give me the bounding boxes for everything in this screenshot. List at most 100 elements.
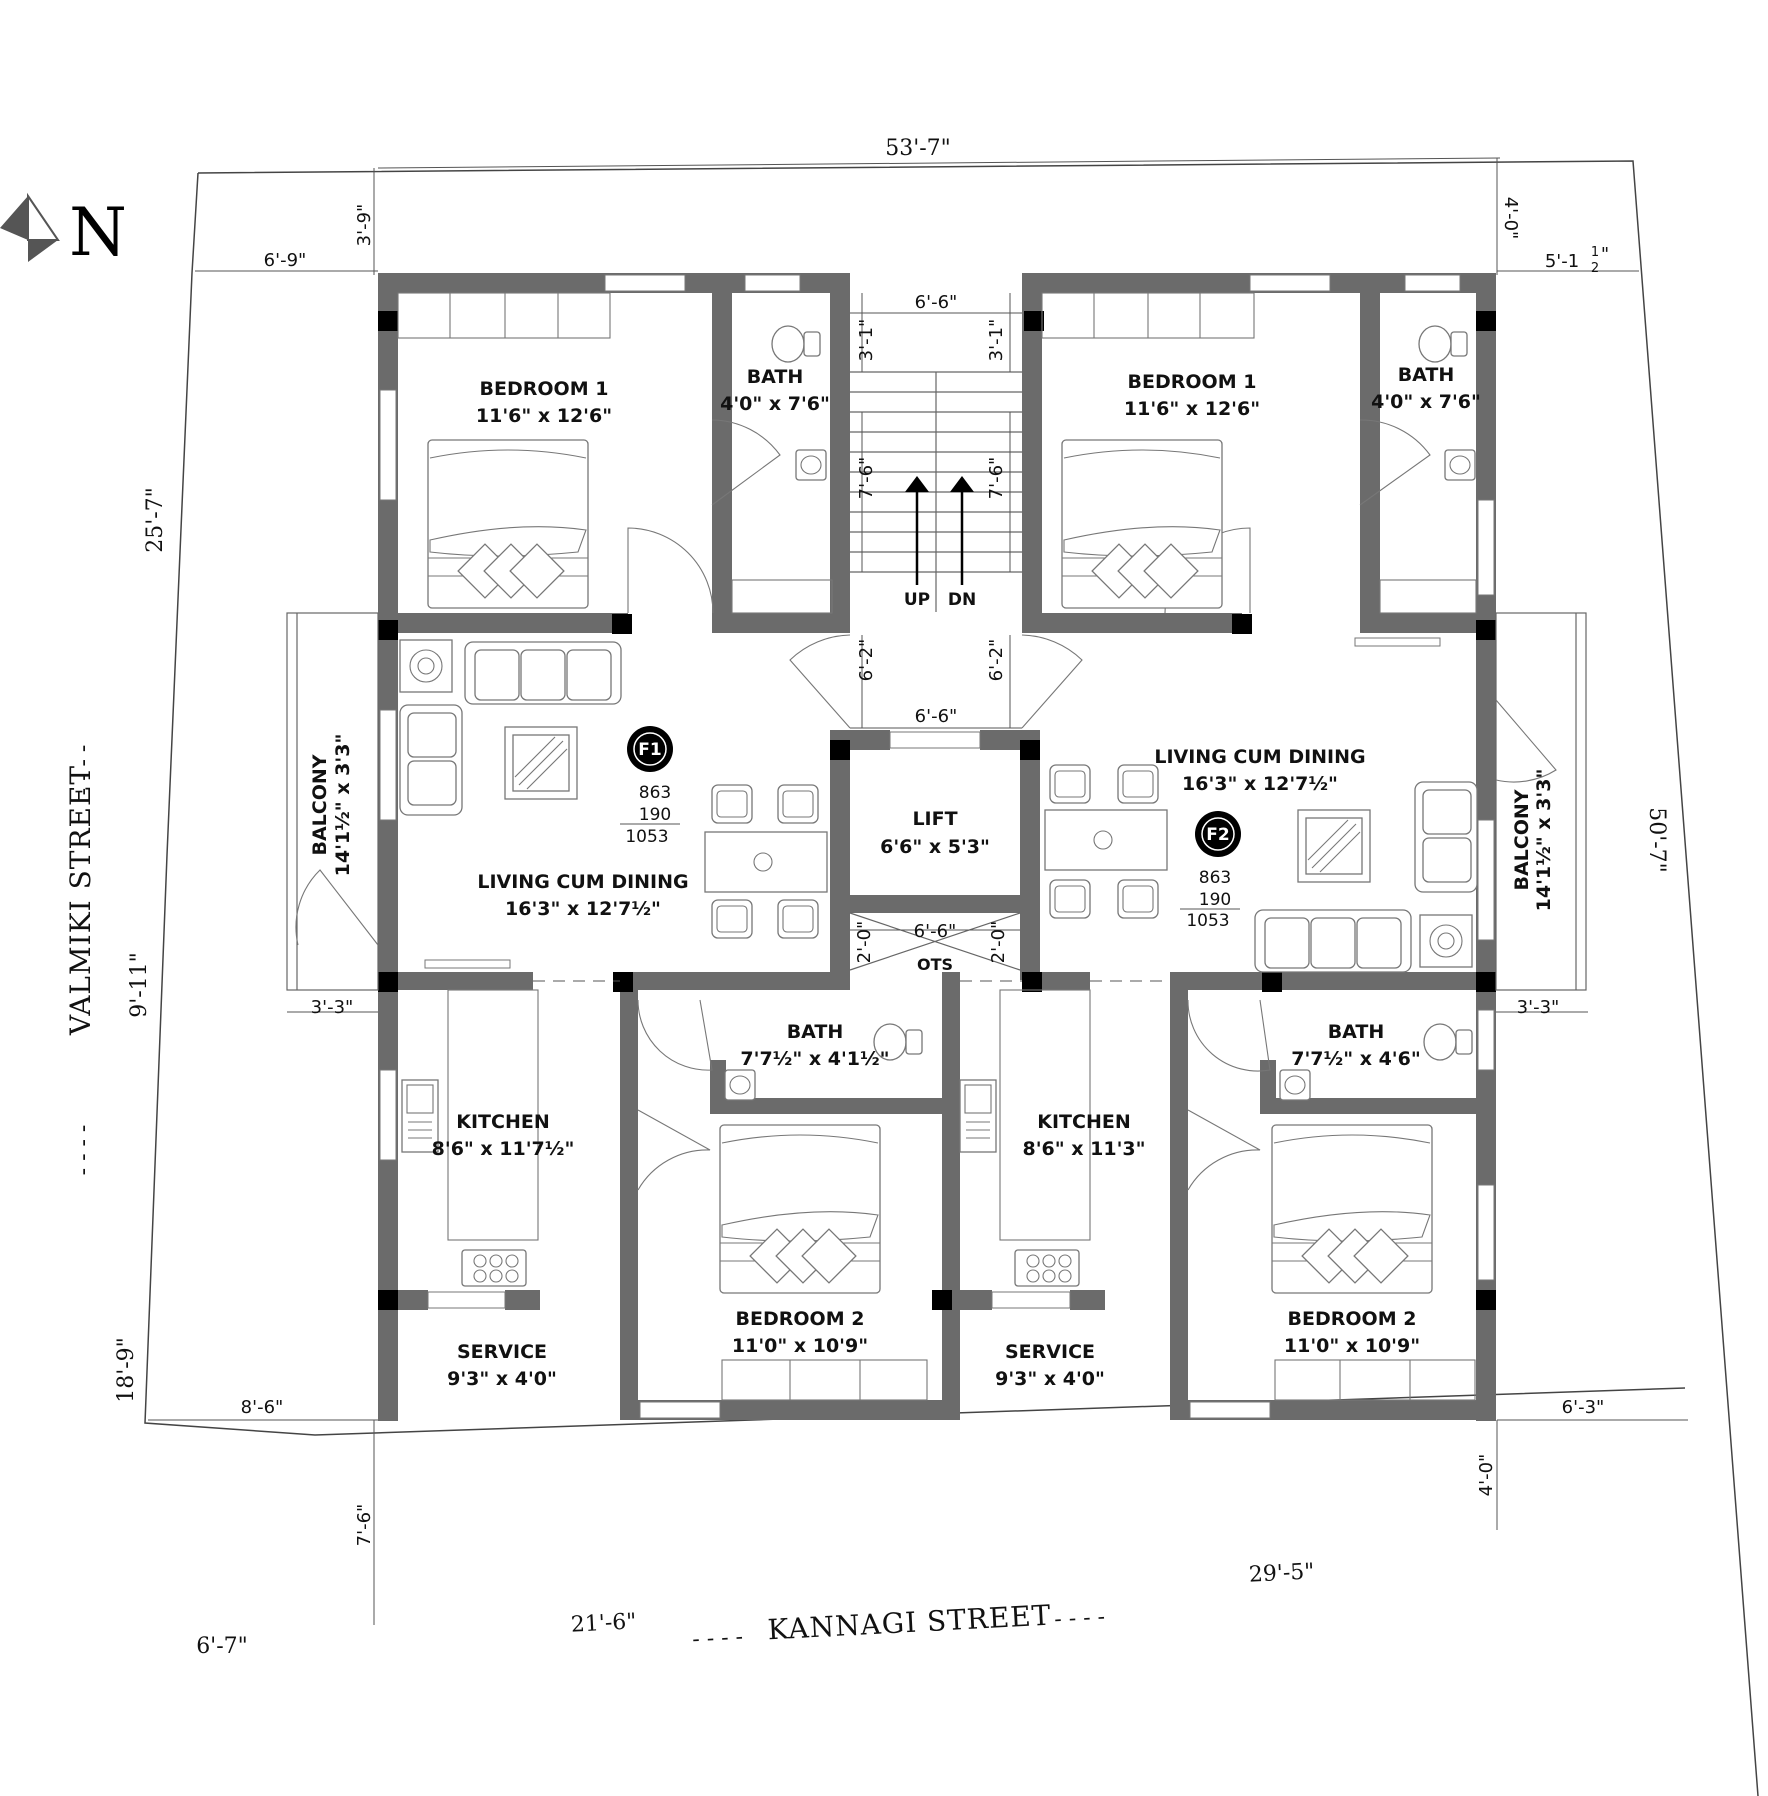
setback-south-left: 7'-6" — [354, 1504, 375, 1547]
f2-bath2-size: 7'7½" x 4'6" — [1291, 1048, 1420, 1070]
f1-living-name: LIVING CUM DINING — [477, 871, 688, 893]
stair-dn-label: DN — [948, 590, 976, 610]
f2-balcony-size: 14'1½" x 3'3" — [1533, 769, 1555, 912]
ots-name: OTS — [917, 955, 953, 974]
f2-bedroom1-size: 11'6" x 12'6" — [1124, 398, 1260, 420]
area-f1-a: 863 — [639, 783, 671, 803]
street-south: KANNAGI STREET — [767, 1599, 1052, 1647]
dim-top: 53'-7" — [885, 136, 951, 161]
flat-tag-f2: F2 — [1206, 825, 1229, 845]
balcony-right-dim: 3'-3" — [1517, 997, 1560, 1018]
site-boundary — [197, 160, 1759, 1796]
stair-lower-right: 6'-2" — [986, 639, 1007, 682]
stair-flight-left: 7'-6" — [856, 457, 877, 500]
balcony-left-dim: 3'-3" — [311, 997, 354, 1018]
f1-service-size: 9'3" x 4'0" — [447, 1368, 557, 1390]
setback-south-right: 4'-0" — [1476, 1454, 1497, 1497]
staircase — [850, 293, 1022, 729]
stair-width-bottom: 6'-6" — [915, 706, 958, 727]
furniture-f1 — [397, 292, 928, 1401]
f2-living-size: 16'3" x 12'7½" — [1182, 773, 1338, 795]
balconies — [286, 612, 1587, 991]
f2-living-name: LIVING CUM DINING — [1154, 746, 1365, 768]
area-f1-total: 1053 — [625, 827, 668, 847]
stair-lower-left: 6'-2" — [856, 639, 877, 682]
stair-landing-left: 3'-1" — [856, 319, 877, 362]
f1-bedroom1-name: BEDROOM 1 — [480, 378, 609, 400]
site-boundary-west — [144, 172, 1686, 1436]
f1-bath1-size: 4'0" x 7'6" — [720, 393, 830, 415]
f2-kitchen-name: KITCHEN — [1037, 1111, 1130, 1133]
flat-f1: F1 863 190 1053 BEDROOM 1 11'6" x 12'6" … — [309, 366, 890, 1390]
ots-void — [849, 912, 1021, 971]
stair-flight-right: 7'-6" — [986, 457, 1007, 500]
f2-service-size: 9'3" x 4'0" — [995, 1368, 1105, 1390]
f2-kitchen-size: 8'6" x 11'3" — [1022, 1138, 1145, 1160]
north-letter: N — [69, 194, 127, 271]
area-f2-total: 1053 — [1186, 911, 1229, 931]
svg-text:2: 2 — [1591, 261, 1599, 276]
area-f1-b: 190 — [639, 805, 671, 825]
svg-text:": " — [1601, 244, 1609, 265]
dim-right: 50'-7" — [1644, 807, 1669, 873]
setback-east-top: 5'-1 1 2 " — [1545, 244, 1609, 276]
svg-text:- - - -: - - - - — [1054, 1605, 1106, 1633]
svg-text:- - - -: - - - - — [692, 1625, 744, 1653]
ots-left: 2'-0" — [854, 921, 875, 964]
dim-bottom-corner: 6'-7" — [196, 1634, 248, 1659]
f1-living-size: 16'3" x 12'7½" — [505, 898, 661, 920]
svg-text:- - - -: - - - - — [71, 745, 96, 796]
f2-bath1-name: BATH — [1398, 364, 1455, 386]
svg-text:5'-1: 5'-1 — [1545, 251, 1579, 272]
ots-right: 2'-0" — [988, 921, 1009, 964]
north-arrow-icon — [0, 192, 60, 262]
f1-bath2-size: 7'7½" x 4'1½" — [740, 1048, 889, 1070]
furniture-f2 — [959, 292, 1478, 1401]
f1-bath1-name: BATH — [747, 366, 804, 388]
flat-f2: F2 863 190 1053 BEDROOM 1 11'6" x 12'6" … — [995, 364, 1555, 1390]
f1-service-name: SERVICE — [457, 1341, 547, 1363]
setback-lines — [148, 158, 1688, 1625]
windows — [379, 274, 1495, 1419]
dim-left-upper: 25'-7" — [143, 487, 168, 553]
area-f2-b: 190 — [1199, 890, 1231, 910]
svg-text:1: 1 — [1591, 245, 1599, 260]
f1-bath2-name: BATH — [787, 1021, 844, 1043]
columns — [378, 311, 1496, 1310]
lift-size: 6'6" x 5'3" — [880, 836, 990, 858]
f2-bath2-name: BATH — [1328, 1021, 1385, 1043]
stair-landing-right: 3'-1" — [986, 319, 1007, 362]
lift-name: LIFT — [912, 808, 957, 830]
f2-bedroom2-name: BEDROOM 2 — [1288, 1308, 1417, 1330]
svg-text:- - - -: - - - - — [71, 1125, 96, 1176]
ots-width: 6'-6" — [914, 921, 957, 942]
f1-kitchen-name: KITCHEN — [456, 1111, 549, 1133]
area-f2-a: 863 — [1199, 868, 1231, 888]
street-west: VALMIKI STREET — [64, 765, 97, 1036]
dim-bottom-left: 21'-6" — [570, 1609, 637, 1637]
dim-left-lower: 18'-9" — [114, 1337, 139, 1403]
f2-service-name: SERVICE — [1005, 1341, 1095, 1363]
stair-up-label: UP — [904, 590, 930, 610]
setback-west-bottom: 8'-6" — [241, 1397, 284, 1418]
setback-east-bottom: 6'-3" — [1562, 1397, 1605, 1418]
f1-kitchen-size: 8'6" x 11'7½" — [432, 1138, 575, 1160]
f1-bedroom2-name: BEDROOM 2 — [736, 1308, 865, 1330]
f1-bedroom1-size: 11'6" x 12'6" — [476, 405, 612, 427]
f2-bedroom2-size: 11'0" x 10'9" — [1284, 1335, 1420, 1357]
setback-north-right: 4'-0" — [1500, 197, 1521, 240]
f2-bath1-size: 4'0" x 7'6" — [1371, 391, 1481, 413]
stair-width-top: 6'-6" — [915, 292, 958, 313]
f2-bedroom1-name: BEDROOM 1 — [1128, 371, 1257, 393]
flat-tag-f1: F1 — [638, 740, 661, 760]
f2-balcony-name: BALCONY — [1511, 789, 1533, 890]
dim-bottom-right: 29'-5" — [1248, 1559, 1315, 1587]
f1-balcony-name: BALCONY — [309, 754, 331, 855]
dim-left-middle: 9'-11" — [127, 952, 152, 1018]
setback-north-left: 3'-9" — [354, 204, 375, 247]
f1-bedroom2-size: 11'0" x 10'9" — [732, 1335, 868, 1357]
doors — [295, 419, 1557, 1191]
setback-west-top: 6'-9" — [264, 250, 307, 271]
f1-balcony-size: 14'1½" x 3'3" — [332, 734, 354, 877]
